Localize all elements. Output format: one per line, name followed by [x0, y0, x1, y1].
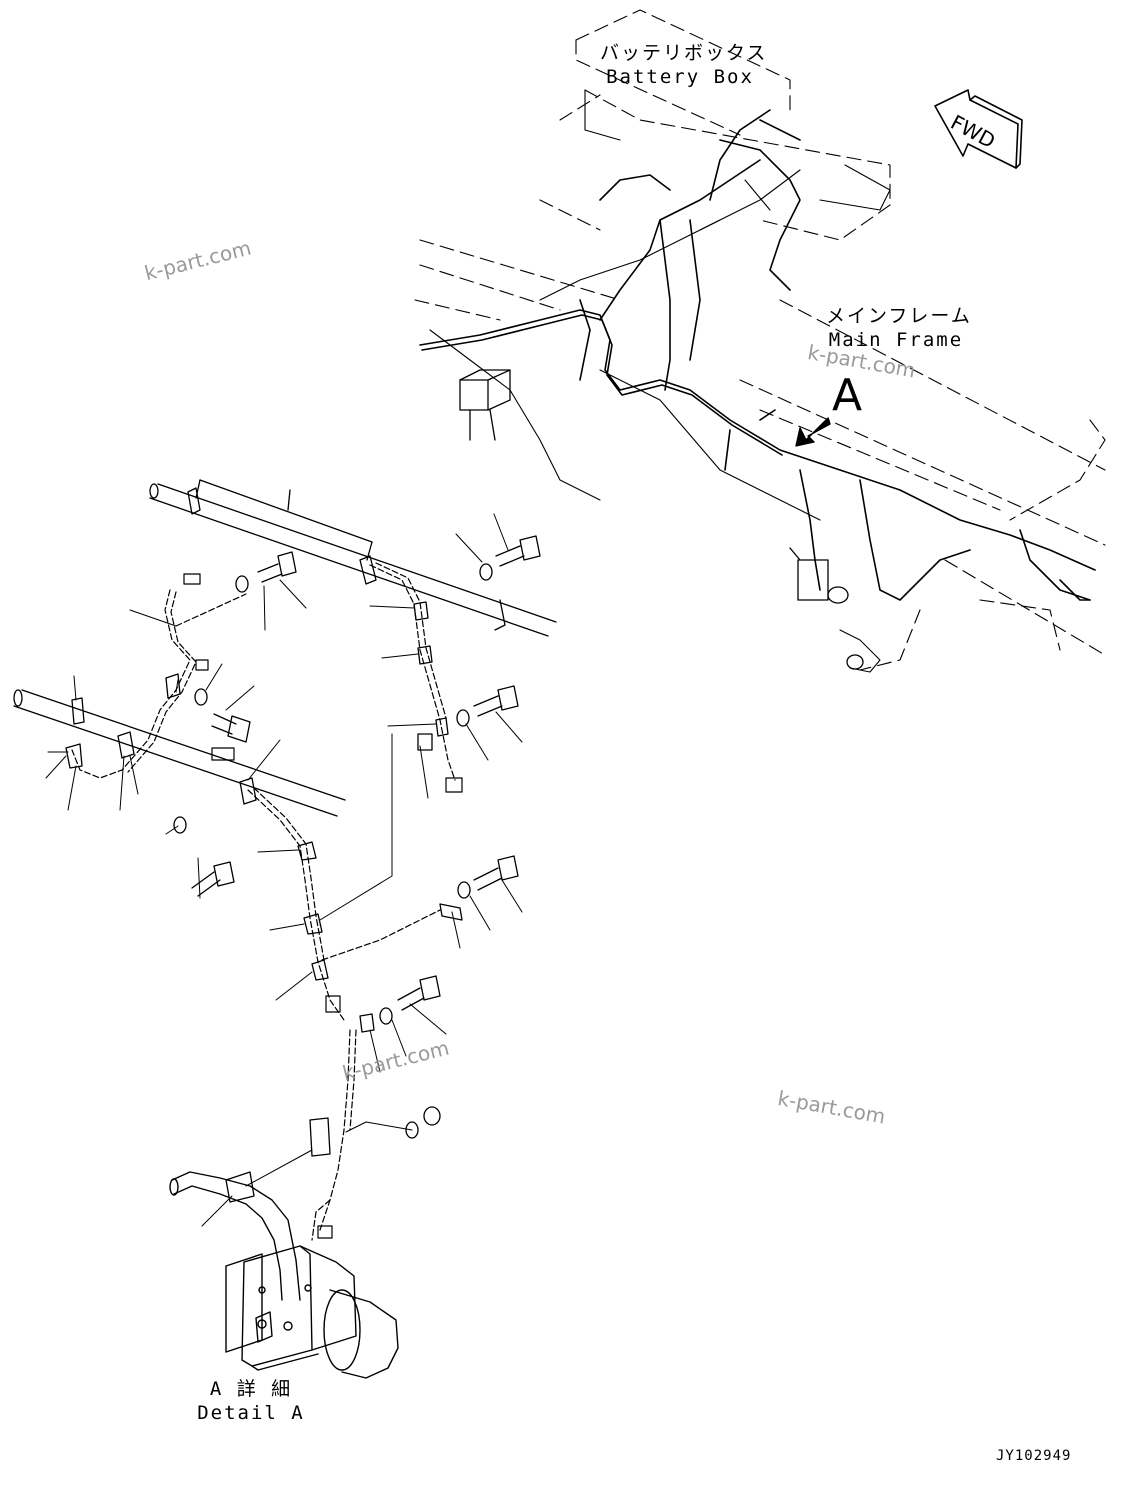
connectors	[183, 573, 463, 1239]
upper-sensor	[789, 547, 864, 670]
view-arrow-icon	[795, 417, 831, 447]
leader-lines	[45, 513, 523, 1227]
detail-label-jp: A 詳 細	[209, 1378, 293, 1400]
frame-bracket	[459, 369, 511, 441]
detail-harness	[71, 562, 456, 1241]
bolts	[173, 535, 541, 1139]
clamps	[65, 487, 463, 1203]
middle-pipe	[13, 689, 346, 817]
upper-pipe	[149, 483, 557, 637]
view-marker-label: A	[832, 370, 863, 421]
main-frame-label-en: Main Frame	[828, 329, 964, 351]
detail-label-en: Detail A	[197, 1402, 305, 1424]
upper-callout-bracket	[195, 479, 373, 561]
fwd-arrow-icon	[934, 89, 1023, 169]
drawing-code: JY102949	[996, 1448, 1072, 1464]
main-frame-outline	[429, 89, 891, 673]
battery-box-label-jp: バッテリボックス	[600, 42, 768, 64]
upper-harness	[419, 109, 1096, 601]
main-frame-label-jp: メインフレーム	[826, 305, 972, 327]
battery-box-label-en: Battery Box	[606, 66, 754, 88]
pump-unit	[169, 1171, 399, 1379]
